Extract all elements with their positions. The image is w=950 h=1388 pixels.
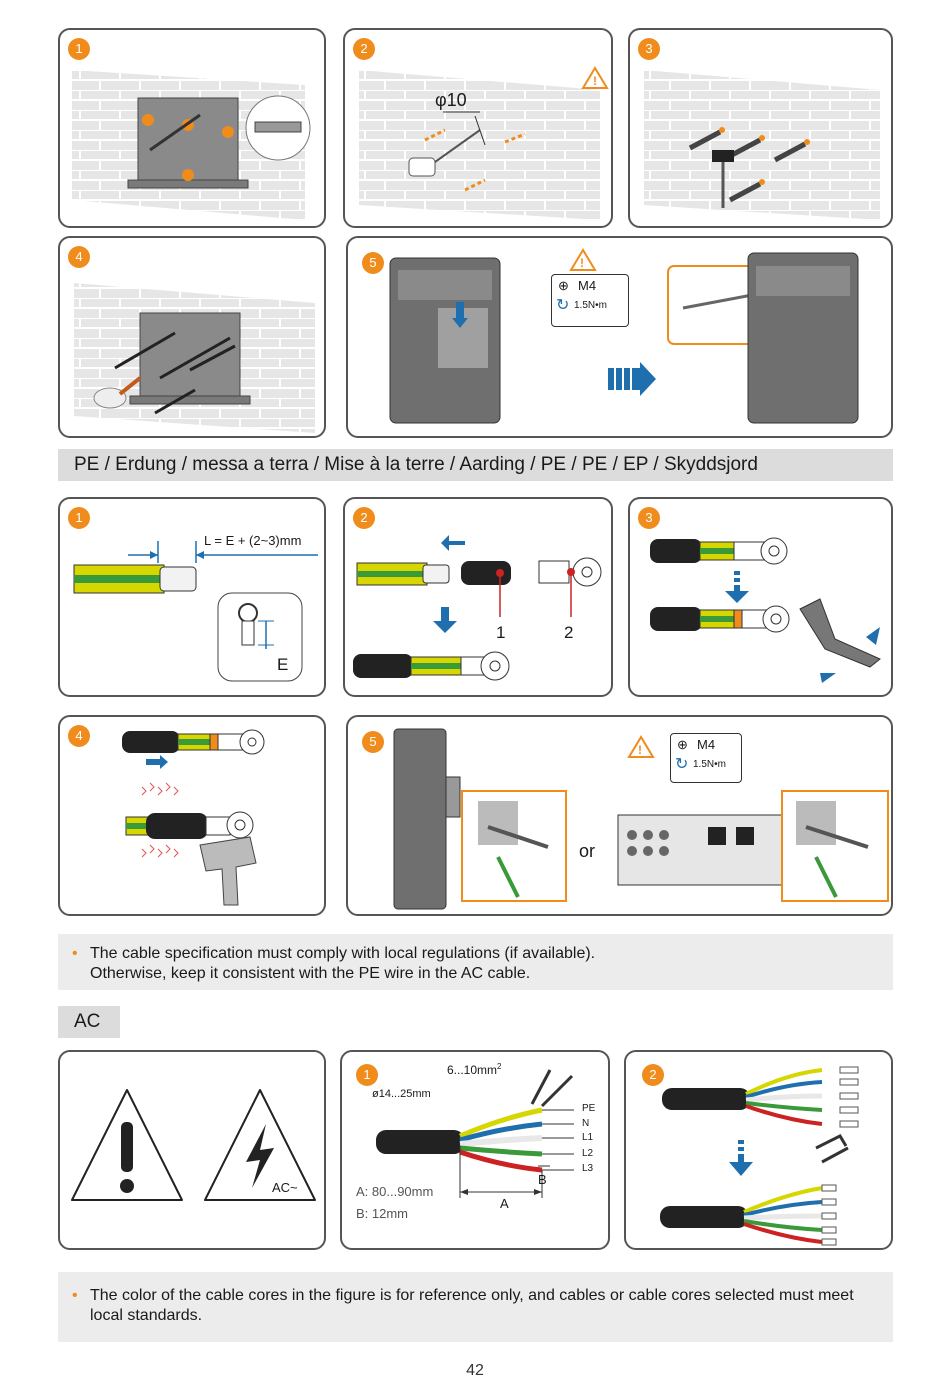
pe-note: • The cable specification must comply wi… xyxy=(58,934,893,990)
step-badge: 3 xyxy=(638,38,660,60)
strip-length-formula: L = E + (2~3)mm xyxy=(204,533,302,548)
svg-text:!: ! xyxy=(593,74,597,88)
torque-value-label: 1.5N•m xyxy=(693,759,726,770)
core-label-n: N xyxy=(582,1118,590,1129)
hammer-icon xyxy=(712,150,734,162)
mount-panel-2: 2 ! φ10 xyxy=(343,28,613,228)
pe-section-title: PE / Erdung / messa a terra / Mise à la … xyxy=(58,449,893,481)
svg-text:!: ! xyxy=(580,256,584,270)
torque-size-label: M4 xyxy=(578,278,597,293)
bullet-icon: • xyxy=(72,1287,78,1304)
svg-text:!: ! xyxy=(638,743,642,757)
callout-tube: 1 xyxy=(496,623,506,642)
wire-stripper-icon xyxy=(530,1069,574,1108)
step-badge: 4 xyxy=(68,246,90,268)
ac-warning-label: AC~ xyxy=(272,1180,298,1195)
dim-a-value: A: 80...90mm xyxy=(356,1184,434,1199)
ac-note: • The color of the cable cores in the fi… xyxy=(58,1272,893,1342)
terminal-dim-label: E xyxy=(277,655,289,674)
step-badge: 2 xyxy=(642,1064,664,1086)
warning-icon xyxy=(627,735,655,758)
core-label-l3: L3 xyxy=(582,1163,594,1174)
drilling-illustration: ! xyxy=(359,66,609,220)
step-badge: 1 xyxy=(68,507,90,529)
step-badge: 2 xyxy=(353,507,375,529)
outer-diameter-label: ø14...25mm xyxy=(372,1088,431,1100)
ac-warnings-illustration xyxy=(71,1089,316,1201)
step-badge: 2 xyxy=(353,38,375,60)
electric-shock-warning-icon xyxy=(204,1089,316,1201)
mount-panel-3: 3 xyxy=(628,28,893,228)
inverter-hanging-illustration: ! xyxy=(389,248,859,424)
step-badge: 1 xyxy=(356,1064,378,1086)
pe-strip-illustration xyxy=(73,541,318,682)
torque-value-label: 1.5N•m xyxy=(574,300,607,311)
rotate-icon: ↻ xyxy=(675,756,689,773)
mount-panel-4: 4 xyxy=(58,236,326,438)
pe-note-line1: The cable specification must comply with… xyxy=(90,945,596,962)
ac-section-title: AC xyxy=(58,1006,120,1038)
step-badge: 5 xyxy=(362,731,384,753)
cross-section-sup: 2 xyxy=(497,1062,502,1071)
page-number: 42 xyxy=(466,1362,484,1379)
pe-note-line2: Otherwise, keep it consistent with the P… xyxy=(90,965,531,982)
screw-icon: ⊕ xyxy=(558,278,569,293)
warning-icon xyxy=(569,248,597,271)
step-badge: 3 xyxy=(638,507,660,529)
ac-panel-2: 2 xyxy=(624,1050,893,1250)
pe-panel-2: 2 1 2 xyxy=(343,497,613,697)
ac-note-line2: local standards. xyxy=(90,1307,203,1324)
ac-note-line1: The color of the cable cores in the figu… xyxy=(90,1287,854,1304)
or-label: or xyxy=(579,841,596,861)
torque-size-label: M4 xyxy=(697,737,716,752)
pe-tube-terminal-illustration xyxy=(353,535,602,681)
forward-arrow-icon xyxy=(608,362,656,396)
drill-diameter-label: φ10 xyxy=(435,90,467,110)
bullet-icon: • xyxy=(72,945,78,962)
screw-icon: ⊕ xyxy=(677,737,688,752)
crimp-tool-icon xyxy=(799,598,881,668)
wall-bracket-illustration xyxy=(72,70,311,220)
core-label-l1: L1 xyxy=(582,1132,594,1143)
heat-gun-icon xyxy=(199,836,257,906)
ac-panel-1: 1 6...10mm2 ø14...25mm PE N L1 L2 L3 B A… xyxy=(340,1050,610,1250)
right-arrow-icon xyxy=(146,759,160,765)
ac-ferrule-crimp-illustration xyxy=(660,1066,859,1246)
step-badge: 1 xyxy=(68,38,90,60)
cross-section-label: 6...10mm2 xyxy=(447,1062,501,1077)
left-arrow-icon xyxy=(441,535,465,551)
pe-panel-3: 3 xyxy=(628,497,893,697)
core-label-l2: L2 xyxy=(582,1148,594,1159)
mount-panel-1: 1 xyxy=(58,28,326,228)
pe-heat-shrink-illustration xyxy=(122,729,265,906)
dim-a-label: A xyxy=(500,1196,509,1211)
torque-spec-box: ⊕ M4 ↻ 1.5N•m xyxy=(551,274,629,327)
mount-panel-5: 5 ! ⊕ M4 ↻ 1.5N•m xyxy=(346,236,893,438)
pe-panel-1: 1 L = E + (2~3)mm E xyxy=(58,497,326,697)
torque-spec-box: ⊕ M4 ↻ 1.5N•m xyxy=(670,733,742,783)
hand-icon xyxy=(93,387,127,409)
anchor-installation-illustration xyxy=(644,70,880,220)
ac-panel-warnings: AC~ xyxy=(58,1050,326,1250)
down-arrow-icon xyxy=(738,1140,744,1144)
crimp-tool-icon xyxy=(815,1134,849,1164)
dim-b-label: B xyxy=(538,1172,547,1187)
step-badge: 4 xyxy=(68,725,90,747)
down-arrow-icon xyxy=(734,571,740,575)
pe-crimp-illustration xyxy=(650,537,881,683)
down-arrow-icon xyxy=(441,607,449,621)
dim-b-value: B: 12mm xyxy=(356,1206,409,1221)
pe-connection-illustration: ! xyxy=(393,728,889,910)
rotate-icon: ↻ xyxy=(556,297,570,314)
general-warning-icon xyxy=(71,1089,183,1201)
step-badge: 5 xyxy=(362,252,384,274)
pe-panel-5: 5 ! ⊕ M4 ↻ 1.5N•m or xyxy=(346,715,893,916)
warning-icon xyxy=(581,66,609,89)
ac-strip-illustration xyxy=(376,1069,574,1198)
bracket-fixing-illustration xyxy=(74,283,315,433)
cross-section-value: 6...10mm xyxy=(447,1063,498,1077)
callout-terminal: 2 xyxy=(564,623,574,642)
core-label-pe: PE xyxy=(582,1103,596,1114)
pe-panel-4: 4 xyxy=(58,715,326,916)
